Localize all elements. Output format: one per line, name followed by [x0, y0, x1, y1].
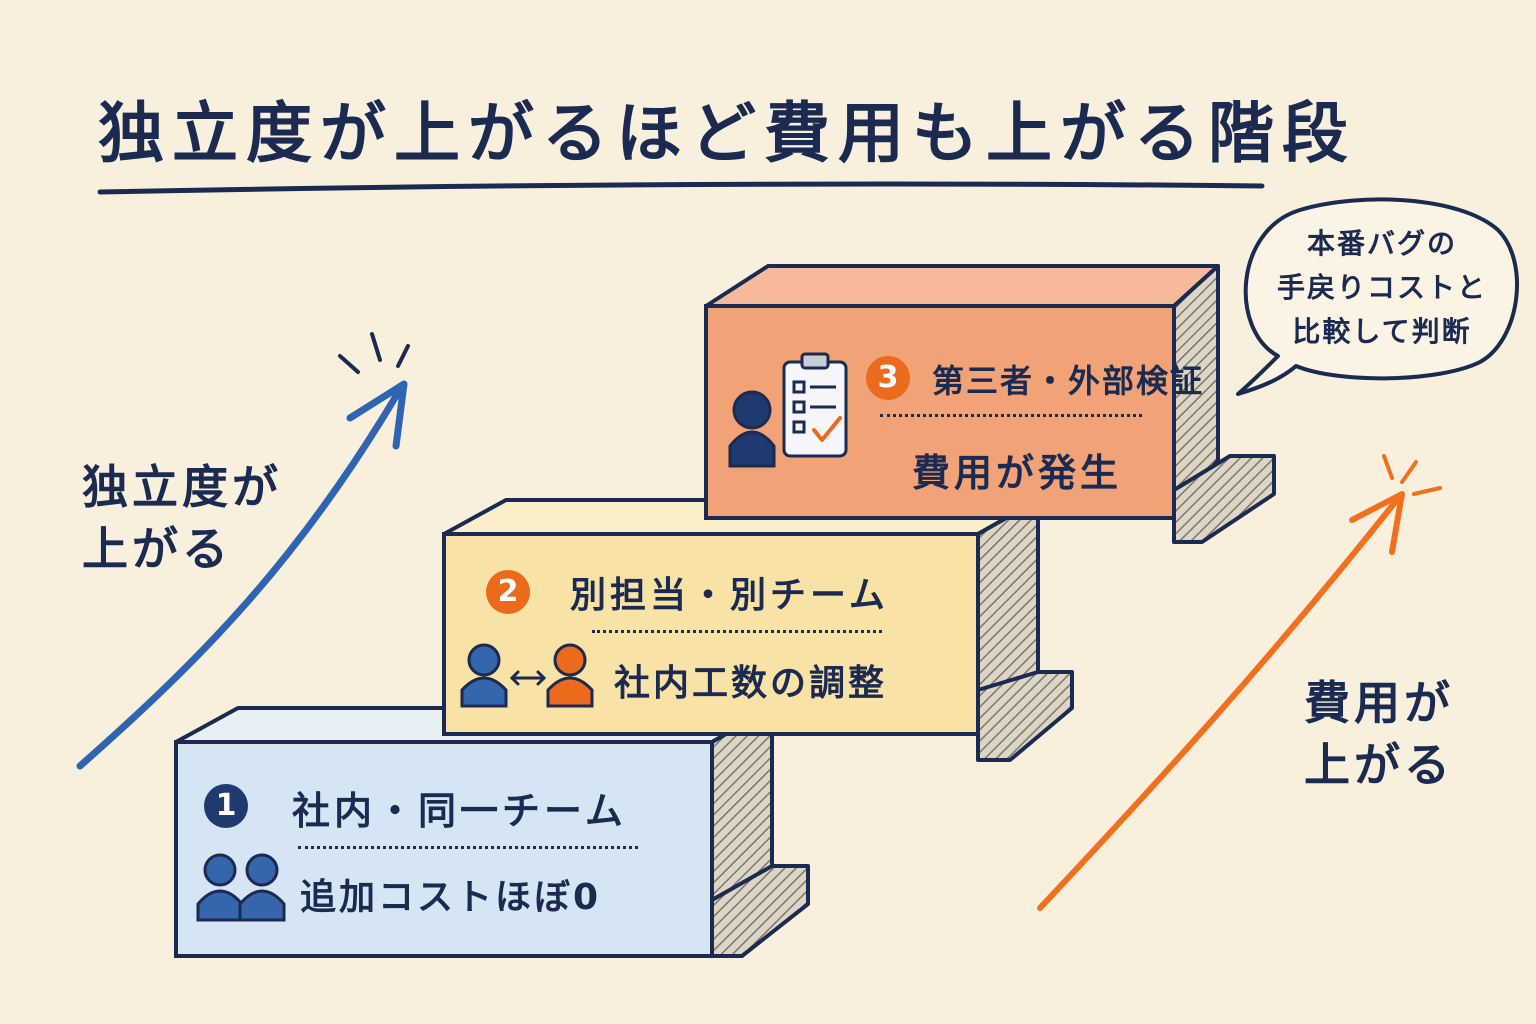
independence-label-line1: 独立度が: [82, 460, 282, 514]
cost-label-line1: 費用が: [1304, 676, 1454, 730]
step-2-heading: 別担当・別チーム: [570, 575, 889, 616]
step-2-badge: 2: [486, 570, 530, 614]
step-2-detail: 社内工数の調整: [614, 663, 888, 704]
cost-label: 費用が 上がる: [1304, 672, 1454, 796]
bubble-line-1: 本番バグの: [1306, 227, 1457, 260]
independence-label: 独立度が 上がる: [82, 456, 282, 580]
step-3-badge: 3: [866, 356, 910, 400]
spark-lines-right: [1382, 454, 1442, 496]
step-1-detail: 追加コストほぼ0: [300, 877, 602, 918]
people-exchange-icon: [460, 643, 594, 708]
bubble-line-2: 手戻りコストと: [1276, 271, 1487, 304]
page-title: 独立度が上がるほど費用も上がる階段: [98, 95, 1356, 172]
spark-lines-left: [338, 332, 410, 374]
cost-label-line2: 上がる: [1304, 738, 1454, 792]
bubble-line-3: 比較して判断: [1292, 315, 1472, 348]
independence-label-line2: 上がる: [82, 522, 232, 576]
step-2-divider: [592, 630, 882, 633]
title-underline: [97, 181, 1265, 195]
step-1-badge: 1: [204, 784, 248, 828]
step-1-box: [174, 706, 810, 958]
step-1-heading: 社内・同一チーム: [292, 789, 627, 833]
step-1-divider: [298, 846, 638, 849]
inspector-checklist-icon: [728, 352, 848, 468]
two-people-icon: [196, 853, 286, 922]
step-3-heading: 第三者・外部検証: [932, 362, 1205, 400]
bubble-text: 本番バグの 手戻りコストと 比較して判断: [1262, 222, 1502, 354]
independence-arrow: [76, 380, 408, 770]
step-3-detail: 費用が発生: [912, 451, 1123, 495]
step-3-divider: [880, 414, 1142, 417]
cost-arrow: [1037, 491, 1405, 911]
speech-bubble: [1236, 197, 1519, 396]
